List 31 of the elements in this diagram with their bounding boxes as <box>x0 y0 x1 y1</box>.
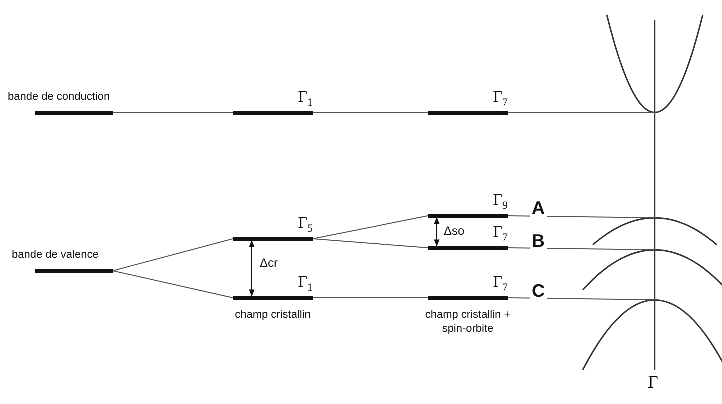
axis-label: Γ <box>648 372 658 393</box>
level-label: bande de valence <box>12 249 99 261</box>
connector-line <box>312 238 428 248</box>
symmetry-label: Γ$_{9}$ <box>493 192 508 212</box>
conduction-band-curve <box>606 14 704 114</box>
level-label: bande de conduction <box>8 91 110 103</box>
symmetry-label: Γ$_{1}$ <box>298 89 313 110</box>
connector-line <box>112 238 234 272</box>
edge-label: C <box>530 281 547 302</box>
connector-line <box>112 112 234 114</box>
valence-band-curve <box>592 217 718 246</box>
symmetry-label: Γ$_{1}$ <box>298 274 313 294</box>
double-arrow <box>434 217 440 247</box>
connector-line <box>508 112 656 114</box>
connector-line <box>112 270 234 298</box>
connector-line <box>312 216 428 240</box>
symmetry-label: Γ$_{7}$ <box>493 224 508 244</box>
symmetry-label: Γ$_{7}$ <box>493 274 508 294</box>
symmetry-label: Γ$_{5}$ <box>298 215 313 236</box>
connector-line <box>508 248 656 250</box>
connector-line <box>312 112 428 114</box>
edge-label: Δcr <box>259 256 280 270</box>
edge-label: Δso <box>443 224 466 238</box>
double-arrow <box>249 240 255 297</box>
level-caption: champ cristallin + spin-orbite <box>424 308 512 336</box>
valence-band-curve <box>582 299 722 370</box>
connector-line <box>508 298 656 300</box>
valence-band-curve <box>582 249 722 291</box>
symmetry-label: Γ$_{7}$ <box>493 89 508 110</box>
connector-line <box>508 216 656 218</box>
level-caption: champ cristallin <box>234 308 312 322</box>
